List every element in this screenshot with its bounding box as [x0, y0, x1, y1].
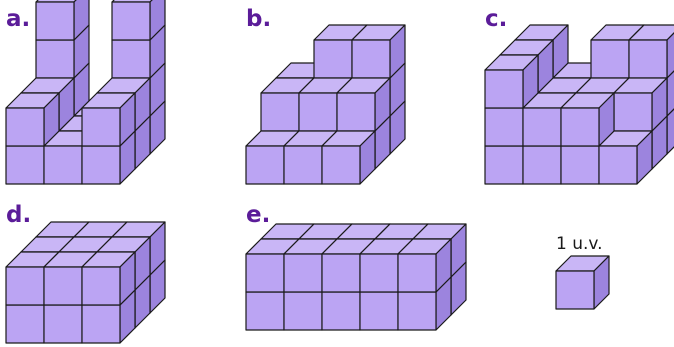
cube-front-face	[484, 69, 524, 109]
cube-front-face	[359, 253, 399, 293]
cube-front-face	[283, 291, 323, 331]
cube-front-face	[397, 291, 437, 331]
cube-front-face	[81, 145, 121, 185]
cube-front-face	[484, 107, 524, 147]
cube-front-face	[560, 145, 600, 185]
cube-front-face	[81, 107, 121, 147]
cube-front-face	[484, 145, 524, 185]
cube-front-face	[522, 107, 562, 147]
cube-front-face	[351, 39, 391, 79]
cube-front-face	[245, 253, 285, 293]
label-figure-a: a.	[6, 6, 30, 32]
cube-front-face	[321, 291, 361, 331]
cube-front-face	[613, 92, 653, 132]
cube-front-face	[313, 39, 353, 79]
cube-front-face	[245, 291, 285, 331]
label-figure-b: b.	[246, 6, 271, 32]
cube-front-face	[359, 291, 399, 331]
cube-front-face	[81, 304, 121, 344]
figure-d-solid	[5, 221, 166, 344]
label-figure-d: d.	[6, 202, 31, 228]
cube-front-face	[43, 304, 83, 344]
cube-front-face	[336, 92, 376, 132]
cube-front-face	[111, 1, 151, 41]
cube-front-face	[5, 107, 45, 147]
cube-front-face	[35, 39, 75, 79]
cube-front-face	[560, 107, 600, 147]
cube-front-face	[555, 270, 595, 310]
cube-front-face	[321, 145, 361, 185]
cube-front-face	[5, 145, 45, 185]
cube-front-face	[81, 266, 121, 306]
cube-front-face	[321, 253, 361, 293]
figure-b-solid	[245, 24, 406, 185]
cube-front-face	[5, 304, 45, 344]
unit-cube-label: 1 u.v.	[556, 234, 603, 254]
label-figure-e: e.	[246, 202, 270, 228]
cube-front-face	[522, 145, 562, 185]
cube-front-face	[628, 39, 668, 79]
cube-front-face	[245, 145, 285, 185]
cube-front-face	[43, 145, 83, 185]
cube-front-face	[598, 145, 638, 185]
cube-front-face	[5, 266, 45, 306]
cube-front-face	[43, 266, 83, 306]
cube-front-face	[111, 39, 151, 79]
figure-e-solid	[245, 223, 467, 331]
cube-front-face	[298, 92, 338, 132]
cube-front-face	[397, 253, 437, 293]
cube-front-face	[260, 92, 300, 132]
cube-front-face	[590, 39, 630, 79]
cube-front-face	[283, 253, 323, 293]
unit-cube	[555, 255, 610, 310]
figure-c-solid	[484, 24, 674, 185]
cube-front-face	[35, 1, 75, 41]
cube-front-face	[283, 145, 323, 185]
label-figure-c: c.	[485, 6, 507, 32]
figure-a-solid	[5, 0, 166, 185]
